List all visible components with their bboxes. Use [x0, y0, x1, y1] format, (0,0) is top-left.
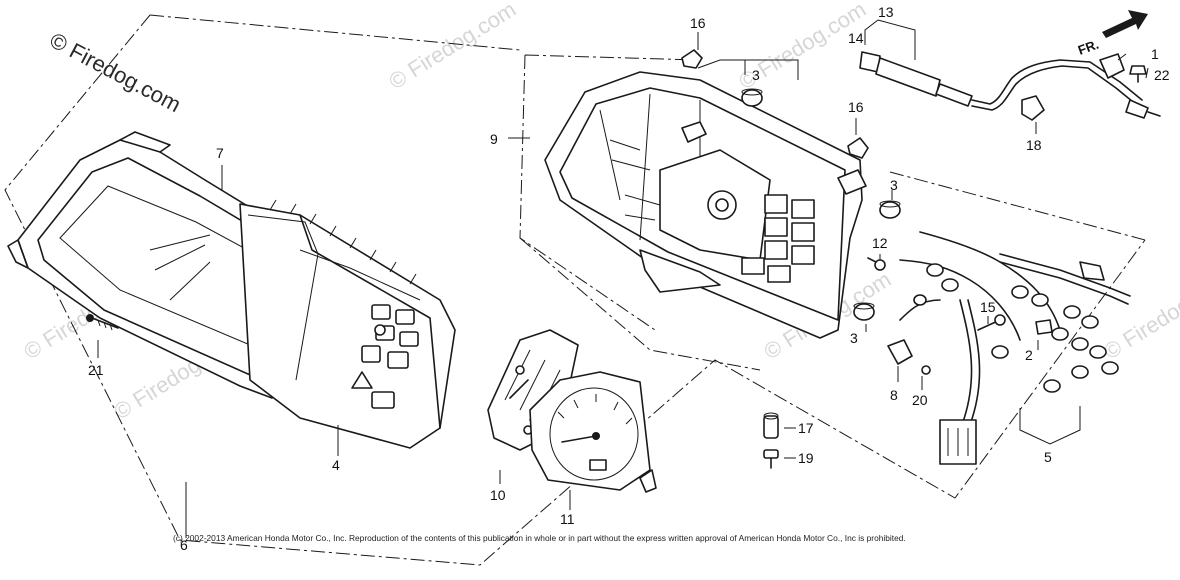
- callout-7: 7: [216, 145, 224, 161]
- callout-12: 12: [872, 235, 888, 251]
- callout-8: 8: [890, 387, 898, 403]
- callout-14: 14: [848, 30, 864, 46]
- callout-20: 20: [912, 392, 928, 408]
- clip-16: [847, 137, 869, 159]
- callout-11: 11: [560, 511, 575, 527]
- screw-12: [867, 257, 886, 271]
- callout-6: 6: [180, 537, 188, 553]
- callout-9: 9: [490, 131, 498, 147]
- callout-4: 4: [332, 457, 340, 473]
- indicator-lamp-icon: [361, 345, 381, 363]
- collar-17: [763, 412, 779, 439]
- leader-lines: [97, 19, 1149, 538]
- tachometer-11: [529, 371, 657, 493]
- callout-3: 3: [850, 330, 858, 346]
- callout-2: 2: [1025, 347, 1033, 363]
- grommet-3: [741, 88, 901, 321]
- indicator-lamp-icon: [371, 304, 391, 320]
- copyright-notice: (c) 2002-2013 American Honda Motor Co., …: [173, 533, 906, 543]
- watermark-faint: © Firedog.com: [384, 0, 520, 94]
- callout-18: 18: [1026, 137, 1042, 153]
- callout-13: 13: [878, 4, 894, 20]
- screw-15: [977, 314, 1006, 331]
- clip-2: [1035, 319, 1053, 335]
- callout-10: 10: [490, 487, 506, 503]
- holder-8: [887, 339, 913, 365]
- bolt-19: [763, 449, 779, 469]
- assembly-outline-6: [4, 14, 1146, 566]
- indicator-lamp-icon: [371, 391, 395, 409]
- watermark-main: © Firedog.com: [46, 27, 185, 117]
- callout-numbers: 1 2 3 3 3 4 5 6 7 8 9 10 11 12 13 14 15 …: [88, 4, 1170, 553]
- callout-21: 21: [88, 362, 104, 378]
- clip-16: [681, 49, 703, 69]
- lamp-icon: [374, 324, 386, 336]
- indicator-lamp-icon: [395, 309, 415, 325]
- clamp-18: [1021, 95, 1045, 121]
- wire-harness-5: [899, 231, 1131, 465]
- callout-15: 15: [980, 299, 996, 315]
- callout-1: 1: [1151, 46, 1159, 62]
- screw-21: [86, 314, 119, 331]
- front-label: FR.: [1076, 37, 1101, 58]
- screw-20: [921, 365, 931, 375]
- indicator-lamp-icon: [399, 331, 419, 347]
- speedometer-cable-13: [859, 51, 1161, 119]
- callout-19: 19: [798, 450, 814, 466]
- callout-3: 3: [752, 67, 760, 83]
- front-direction-marker: FR.: [1076, 10, 1148, 58]
- callout-16: 16: [690, 15, 706, 31]
- watermark-faint: © Firedog.com: [1099, 266, 1180, 364]
- assembly-outline-9: [519, 54, 1146, 331]
- indicator-lamp-icon: [387, 351, 409, 369]
- callout-22: 22: [1154, 67, 1170, 83]
- indicator-panel-4: [239, 199, 456, 449]
- callout-17: 17: [798, 420, 814, 436]
- meter-housing-9: [544, 71, 867, 339]
- hazard-icon: [351, 371, 373, 389]
- arrow-icon: [1102, 10, 1148, 38]
- callout-5: 5: [1044, 449, 1052, 465]
- callout-16: 16: [848, 99, 864, 115]
- callout-3: 3: [890, 177, 898, 193]
- bolt-22: [1129, 65, 1147, 83]
